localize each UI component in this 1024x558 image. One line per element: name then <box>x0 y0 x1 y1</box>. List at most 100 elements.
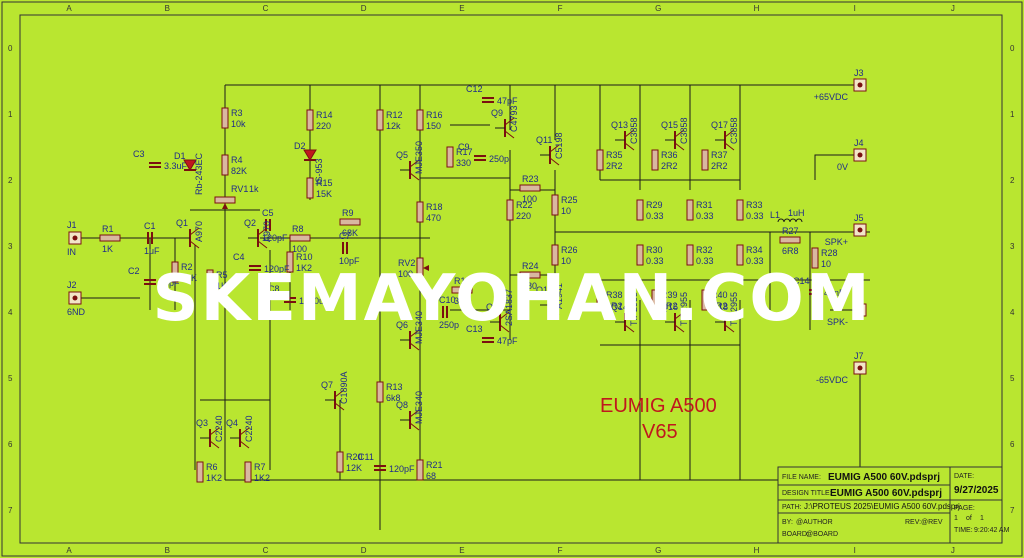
capacitor-value: 47nF <box>824 288 845 298</box>
transistor-ref: Q14 <box>611 302 628 312</box>
resistor-value: 6R8 <box>782 246 799 256</box>
resistor-value: 330 <box>456 158 471 168</box>
resistor-value: 68K <box>342 228 358 238</box>
resistor-value: 0.33 <box>696 211 714 221</box>
transistor-part: C4793 <box>509 105 519 132</box>
transistor-part: C2240 <box>244 415 254 442</box>
resistor-ref: R20 <box>346 452 363 462</box>
grid-row-right-4: 4 <box>1010 308 1015 317</box>
resistor-value: 6k8 <box>386 393 401 403</box>
resistor-ref: R4 <box>231 155 243 165</box>
grid-col-bottom-H: H <box>754 546 760 555</box>
grid-row-left-5: 5 <box>8 374 13 383</box>
transistor-ref: Q8 <box>396 400 408 410</box>
connector-label: -65VDC <box>816 375 849 385</box>
resistor-value: 150 <box>426 121 441 131</box>
design-title-label: DESIGN TITLE: <box>782 490 832 497</box>
resistor-value: 0.33 <box>746 256 764 266</box>
resistor-value: 0.33 <box>646 211 664 221</box>
grid-row-right-5: 5 <box>1010 374 1015 383</box>
connector-ref: J6 <box>854 293 864 303</box>
resistor-ref: R16 <box>426 110 443 120</box>
resistor-ref: R10 <box>296 252 313 262</box>
resistor-ref: R39 <box>661 290 678 300</box>
transistor-ref: Q15 <box>661 120 678 130</box>
resistor-value: 0.33 <box>746 211 764 221</box>
watermark-text: SKEMAYOHAN.COM <box>153 262 872 336</box>
connector-j7: J7-65VDC <box>816 351 867 385</box>
grid-col-bottom-D: D <box>361 546 367 555</box>
resistor-value: 15K <box>316 189 332 199</box>
title-block: FILE NAME: EUMIG A500 60V.pdsprj DESIGN … <box>777 466 1010 544</box>
resistor-ref: R1 <box>102 224 114 234</box>
connector-ref: J3 <box>854 68 864 78</box>
resistor-ref: R40 <box>711 290 728 300</box>
grid-col-top-B: B <box>165 4 170 13</box>
grid-row-right-6: 6 <box>1010 440 1015 449</box>
inductor-ref: L1 <box>770 210 780 220</box>
grid-row-left-3: 3 <box>8 242 13 251</box>
connector-j3: J3+65VDC <box>814 68 867 102</box>
rev-value: @REV <box>921 519 943 526</box>
transistor-part: A1941 <box>554 283 564 309</box>
transistor-ref: Q1 <box>176 218 188 228</box>
resistor-ref: R18 <box>426 202 443 212</box>
resistor-value: 330 <box>454 296 469 306</box>
resistor-value: 2R2 <box>661 161 678 171</box>
transistor-ref: Q17 <box>711 120 728 130</box>
time-label: TIME: <box>954 527 973 534</box>
capacitor-ref: C5 <box>262 208 274 218</box>
transistor-part: C1890A <box>339 371 349 404</box>
resistor-ref: R24 <box>522 261 539 271</box>
inductor-value: 1uH <box>788 208 805 218</box>
date-value: 9/27/2025 <box>954 485 999 496</box>
page-of: of <box>966 515 972 522</box>
resistor-value: 12k <box>386 121 401 131</box>
grid-row-left-7: 7 <box>8 506 13 515</box>
grid-row-right-0: 0 <box>1010 44 1015 53</box>
resistor-ref: R13 <box>386 382 403 392</box>
transistor-ref: Q4 <box>226 418 238 428</box>
page-total: 1 <box>980 515 984 522</box>
grid-row-right-3: 3 <box>1010 242 1015 251</box>
grid-row-right-1: 1 <box>1010 110 1015 119</box>
diode-part: IS-953 <box>314 158 324 185</box>
transistor-ref: Q10 <box>486 302 503 312</box>
resistor-ref: R32 <box>696 245 713 255</box>
resistor-value: 1K2 <box>254 473 270 483</box>
sheet-border-inner <box>19 14 1003 544</box>
resistor-value: 2R2 <box>606 161 623 171</box>
resistor-value: 2R2 <box>711 161 728 171</box>
resistor-value: 56K <box>181 273 197 283</box>
capacitor-ref: C9 <box>458 142 470 152</box>
connector-label: SPK+ <box>825 237 848 247</box>
connector-label: SPK- <box>827 317 848 327</box>
capacitor-value: 120pF <box>264 264 290 274</box>
resistor-value: 0.33 <box>646 256 664 266</box>
transistor-part: A970 <box>262 221 272 242</box>
